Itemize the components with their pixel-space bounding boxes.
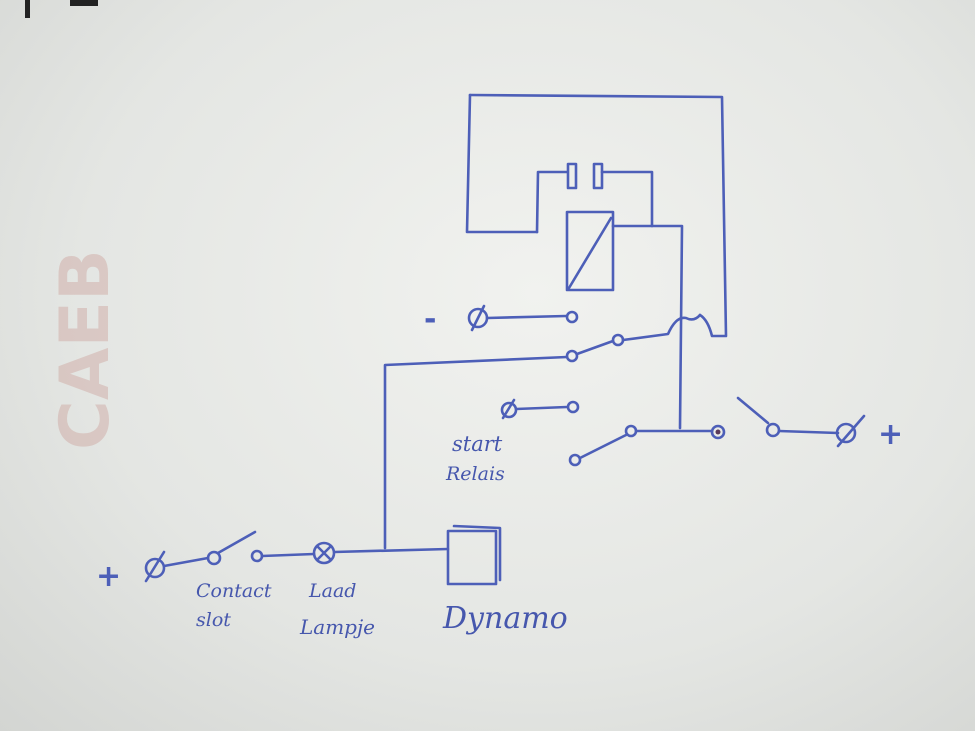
start-relay-pin [566,400,580,414]
lower-pin-1 [568,453,582,467]
contact-pin-2 [250,549,264,563]
dynamo-wire [332,547,450,554]
relay-pin-3 [611,333,625,347]
start-relay-label-line1: start [452,432,503,456]
plus-sign-right: + [878,417,903,452]
relay-pin-2 [565,349,579,363]
contact-pin-1 [206,550,222,566]
relay-coil [565,210,615,292]
plus-terminal-icon [835,422,857,444]
lamp-feed-wire [260,552,316,558]
lamp-label-line2: Lampje [299,615,375,639]
edge-mark-2 [70,0,98,6]
relay-contact-left [566,162,578,190]
lower-switch-blade [578,433,628,460]
watermark-text: CAEB [46,249,125,450]
relay-loop-left [465,93,539,234]
lower-pin-2 [624,424,638,438]
relay-switch-blade [575,339,615,356]
lower-pin-3 [710,424,726,440]
main-switch-pin [765,422,781,438]
relay-pin-1 [565,310,579,324]
dynamo-feed-wire [383,355,569,550]
start-relay-slash [501,398,516,420]
relay-coil-diagonal [567,216,613,290]
relay-outer-loop [468,93,728,338]
dynamo-label: Dynamo [442,601,568,636]
dynamo-shadow [452,524,502,582]
edge-mark [25,0,30,18]
contact-feed-wire [162,556,210,568]
minus-sign: - [424,302,436,337]
lamp-cross [315,544,333,562]
relay-contact-right [592,162,604,190]
contact-label-line2: slot [196,609,231,631]
plus-sign-left: + [96,559,121,594]
main-switch-blade [736,396,770,425]
lower-pin-3-dot [715,429,721,435]
start-relay-wire [514,405,569,411]
contact-switch-blade [216,530,257,555]
minus-wire [485,314,568,320]
contact-wire-right [600,170,654,228]
coil-feed-wire [611,224,684,430]
battery-terminal-icon [144,557,166,579]
lamp-label-line1: Laad [308,580,356,602]
start-relay-label-line2: Relais [445,463,505,485]
dynamo-icon [446,529,498,586]
minus-terminal-slash [470,304,486,332]
relay-bridge-wire [621,313,702,342]
contact-wire-left [535,170,569,234]
main-plus-wire [777,429,840,435]
battery-terminal-slash [144,550,166,583]
plus-terminal-slash [836,414,866,448]
contact-label-line1: Contact [196,580,272,602]
